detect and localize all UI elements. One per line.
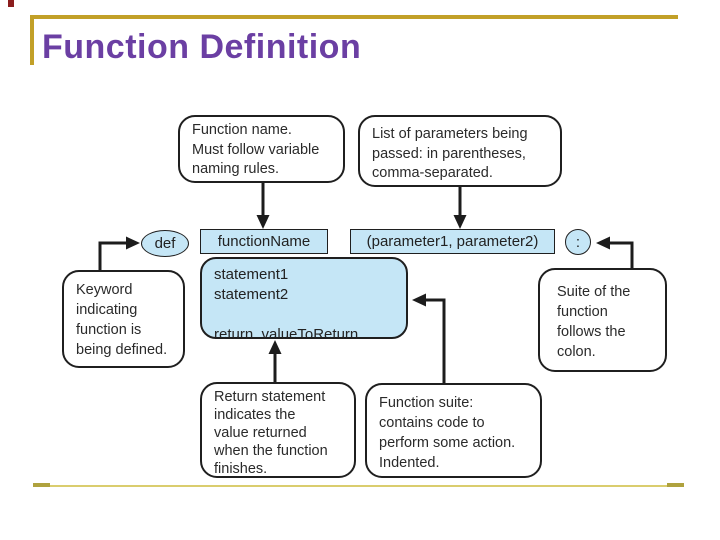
- code-colon-oval: :: [565, 229, 591, 255]
- callout-return-statement: Return statement indicates the value ret…: [200, 382, 356, 478]
- code-parameter-list-box: (parameter1, parameter2): [350, 229, 555, 254]
- corner-accent-square: [8, 0, 14, 7]
- top-border-line: [30, 15, 678, 19]
- code-function-name-box: functionName: [200, 229, 328, 254]
- bottom-border-dash-left: [33, 483, 50, 487]
- slide-title: Function Definition: [42, 28, 362, 66]
- left-border-line: [30, 15, 34, 65]
- bottom-border-dash-right: [667, 483, 684, 487]
- code-def-keyword-oval: def: [141, 230, 189, 257]
- callout-parameter-list: List of parameters being passed: in pare…: [358, 115, 562, 187]
- callout-function-suite: Function suite: contains code to perform…: [365, 383, 542, 478]
- bottom-border-line: [33, 485, 684, 487]
- callout-function-name: Function name. Must follow variable nami…: [178, 115, 345, 183]
- callout-suite-follows-colon: Suite of the function follows the colon.: [538, 268, 667, 372]
- callout-keyword-def: Keyword indicating function is being def…: [62, 270, 185, 368]
- code-suite-body-box: statement1 statement2 return valueToRetu…: [200, 257, 408, 343]
